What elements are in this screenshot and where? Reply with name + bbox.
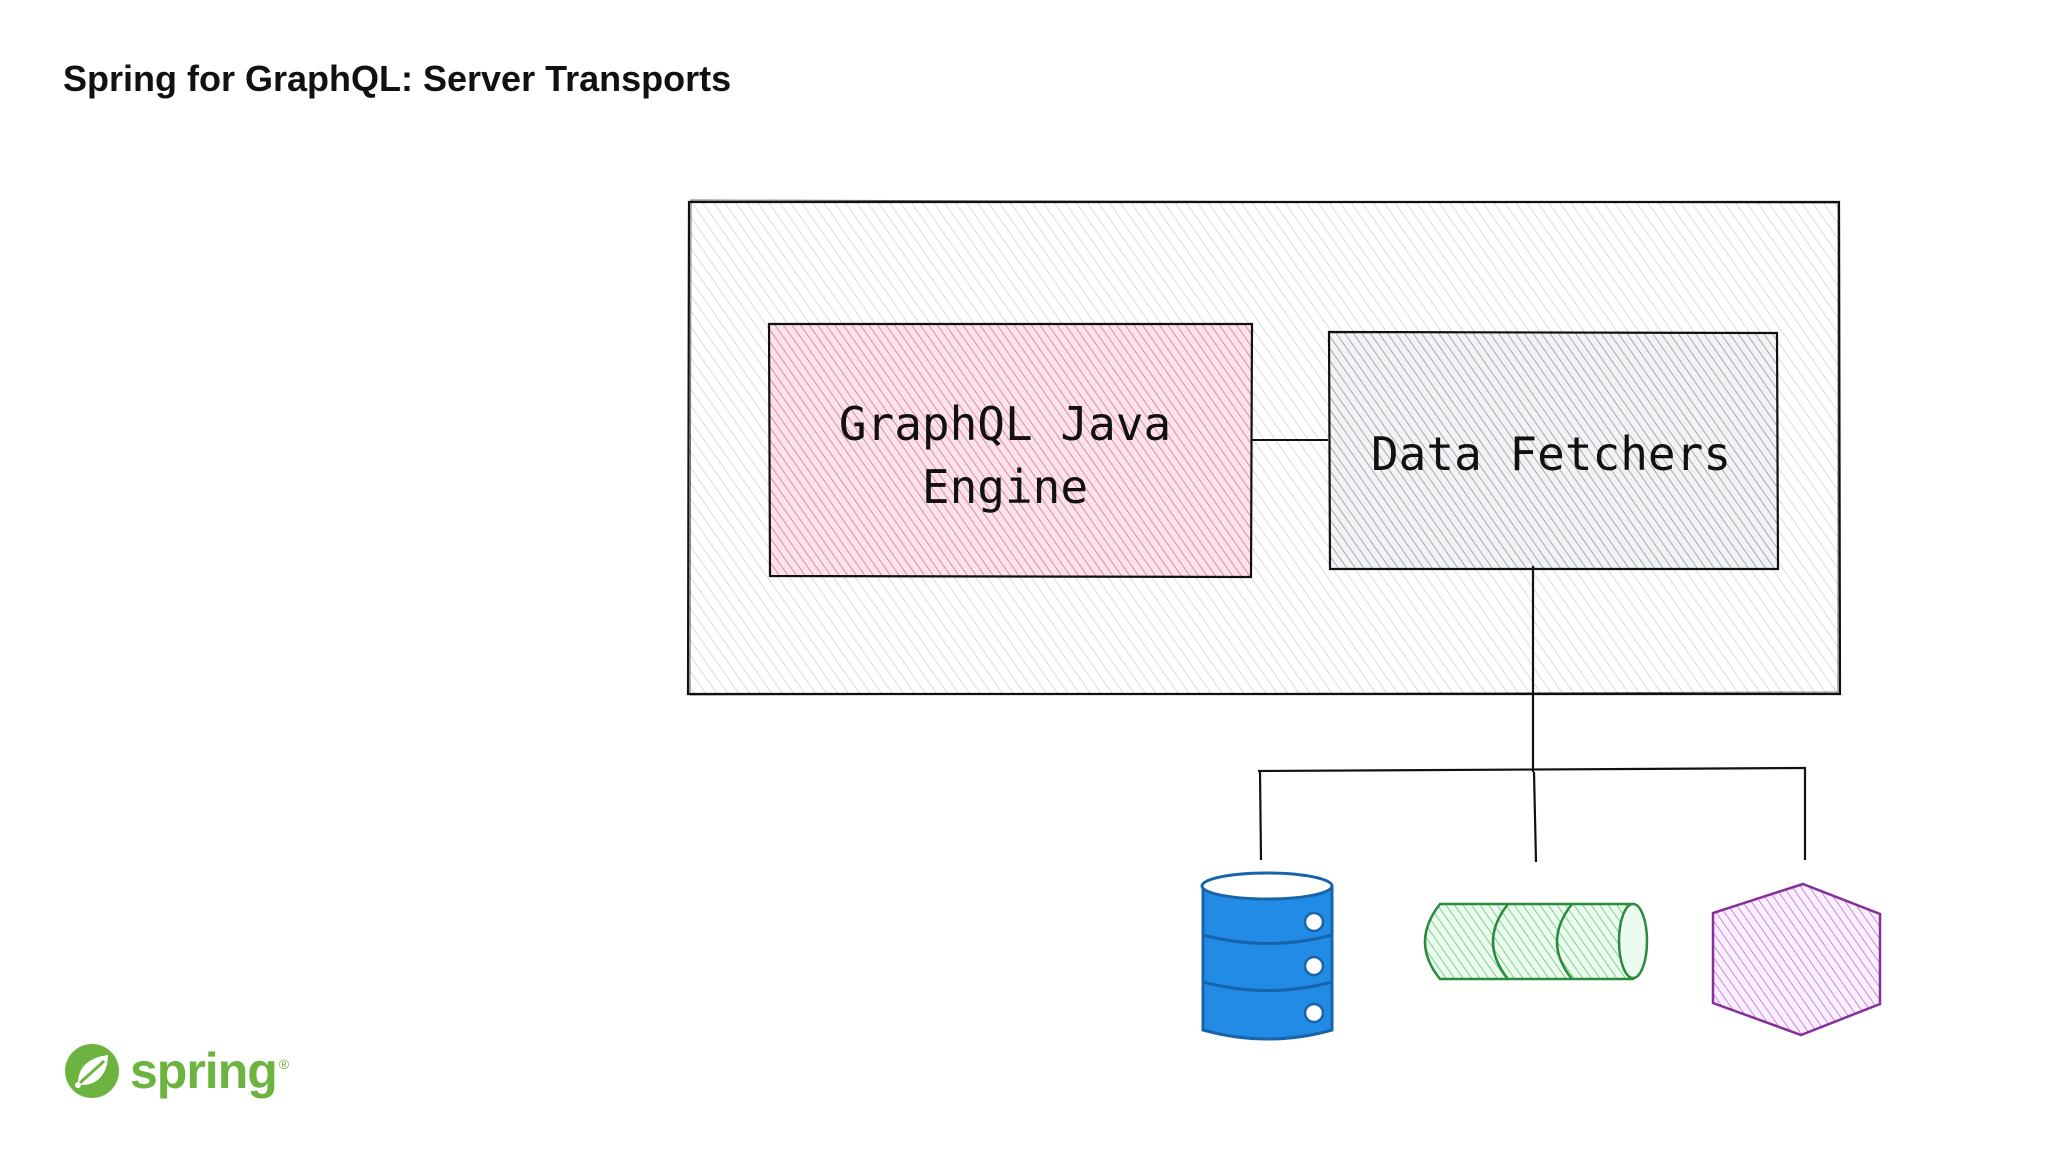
graphql-java-engine-box: GraphQL Java Engine: [767, 322, 1254, 579]
hexagon-service-icon: [1711, 882, 1882, 1037]
database-icon: [1200, 871, 1334, 1041]
data-fetchers-box: Data Fetchers: [1327, 330, 1780, 571]
registered-mark: ®: [278, 1056, 290, 1072]
engine-label-line2: Engine: [922, 460, 1088, 514]
spring-logo: spring ®: [64, 1042, 289, 1100]
slide-title: Spring for GraphQL: Server Transports: [63, 58, 732, 99]
spring-leaf-icon: [65, 1044, 119, 1098]
message-queue-icon: [1423, 902, 1649, 981]
spring-wordmark: spring: [130, 1043, 278, 1099]
engine-label-line1: GraphQL Java: [839, 397, 1171, 451]
data-source-connectors: [1257, 566, 1807, 863]
fetchers-label: Data Fetchers: [1371, 427, 1731, 481]
